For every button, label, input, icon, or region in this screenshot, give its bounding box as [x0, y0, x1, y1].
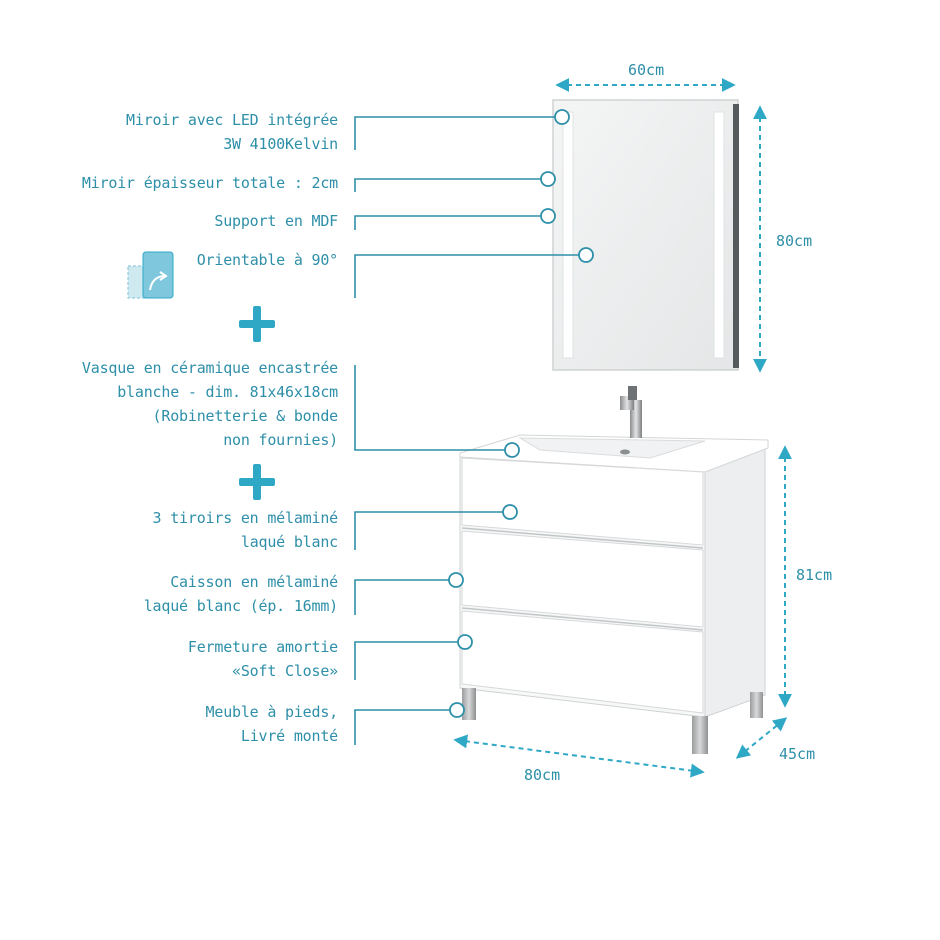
leader-mdf-support: [354, 215, 541, 230]
feature-text: Miroir avec LED intégrée: [126, 111, 338, 129]
feature-legs: Meuble à pieds, Livré monté: [205, 700, 339, 748]
feature-text: (Robinetterie & bonde: [152, 407, 339, 425]
marker-mirror-thickness: [540, 171, 556, 187]
feature-text: non fournies): [223, 431, 338, 449]
feature-text: Vasque en céramique encastrée: [81, 359, 338, 377]
marker-legs: [449, 702, 465, 718]
dimension-cabinet-width: 80cm: [524, 766, 561, 784]
rotate-orientation-icon: [127, 251, 174, 299]
dimension-cabinet-height: 81cm: [796, 566, 833, 584]
leader-drawers: [354, 511, 503, 550]
marker-ceramic-basin: [504, 442, 520, 458]
faucet: [620, 386, 642, 438]
leader-endpoints: [448, 109, 594, 718]
feature-text: laqué blanc (ép. 16mm): [143, 597, 338, 615]
feature-carcass: Caisson en mélaminé laqué blanc (ép. 16m…: [144, 570, 338, 618]
feature-text: Caisson en mélaminé: [170, 573, 338, 591]
feature-text: Support en MDF: [214, 212, 338, 230]
leader-led-mirror: [354, 116, 555, 150]
dimension-arrows: [453, 78, 792, 778]
arrow-cabinet-width: [453, 734, 705, 778]
led-mirror: [552, 99, 739, 371]
feature-text: 3W 4100Kelvin: [223, 135, 338, 153]
leader-lines: [354, 116, 579, 745]
marker-carcass: [448, 572, 464, 588]
feature-text: Meuble à pieds,: [205, 703, 339, 721]
dimension-mirror-height: 80cm: [776, 232, 813, 250]
feature-mdf-support: Support en MDF: [214, 209, 338, 233]
leader-mirror-thickness: [354, 178, 541, 192]
feature-text: blanche - dim. 81x46x18cm: [117, 383, 338, 401]
feature-text: Fermeture amortie: [187, 638, 338, 656]
feature-ceramic-basin: Vasque en céramique encastrée blanche - …: [82, 356, 338, 452]
marker-led-mirror: [554, 109, 570, 125]
marker-soft-close: [457, 634, 473, 650]
leader-carcass: [354, 579, 449, 615]
leader-ceramic-basin: [354, 365, 505, 451]
arrow-cabinet-depth: [735, 717, 788, 759]
marker-mdf-support: [540, 208, 556, 224]
plus-icon: [239, 306, 275, 342]
feature-text: 3 tiroirs en mélaminé: [152, 509, 339, 527]
leader-legs: [354, 709, 450, 745]
feature-soft-close: Fermeture amortie «Soft Close»: [188, 635, 338, 683]
feature-mirror-thickness: Miroir épaisseur totale : 2cm: [82, 171, 338, 195]
dimension-cabinet-depth: 45cm: [779, 745, 816, 763]
feature-text: Orientable à 90°: [196, 251, 338, 269]
feature-drawers: 3 tiroirs en mélaminé laqué blanc: [152, 506, 339, 554]
leader-orientable: [354, 254, 579, 298]
marker-drawers: [502, 504, 518, 520]
dimension-mirror-width: 60cm: [628, 61, 665, 79]
feature-text: Livré monté: [240, 727, 338, 745]
feature-text: laqué blanc: [240, 533, 338, 551]
feature-text: «Soft Close»: [232, 662, 338, 680]
marker-orientable: [578, 247, 594, 263]
feature-text: Miroir épaisseur totale : 2cm: [81, 174, 338, 192]
leader-soft-close: [354, 641, 458, 680]
vanity-cabinet: [459, 434, 769, 754]
feature-orientable: Orientable à 90°: [197, 248, 338, 272]
feature-led-mirror: Miroir avec LED intégrée 3W 4100Kelvin: [126, 108, 338, 156]
plus-icon: [239, 464, 275, 500]
